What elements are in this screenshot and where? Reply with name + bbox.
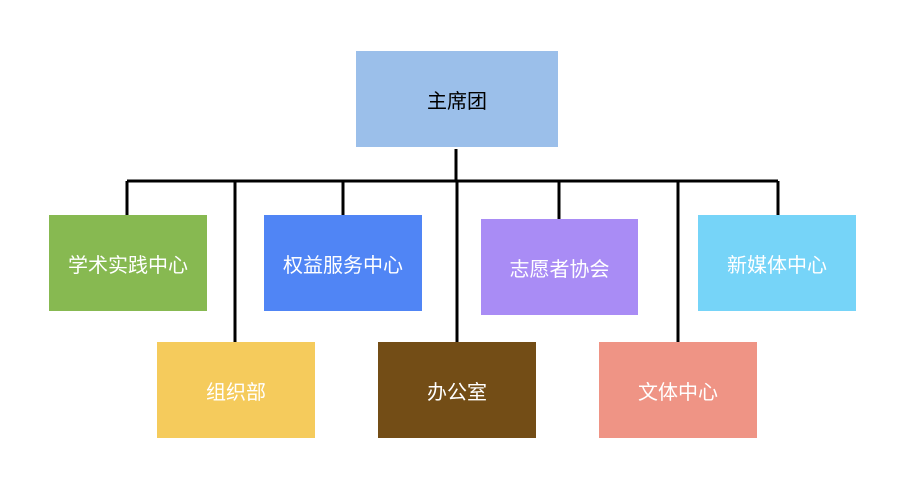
node-presidium[interactable]: 主席团 (356, 51, 558, 147)
node-organization-department[interactable]: 组织部 (157, 342, 315, 438)
node-rights-service-center[interactable]: 权益服务中心 (264, 215, 422, 311)
node-volunteer-association[interactable]: 志愿者协会 (481, 219, 638, 315)
node-new-media-center[interactable]: 新媒体中心 (698, 215, 856, 311)
node-culture-sports-center[interactable]: 文体中心 (599, 342, 757, 438)
node-academic-practice-center[interactable]: 学术实践中心 (49, 215, 207, 311)
node-office[interactable]: 办公室 (378, 342, 536, 438)
